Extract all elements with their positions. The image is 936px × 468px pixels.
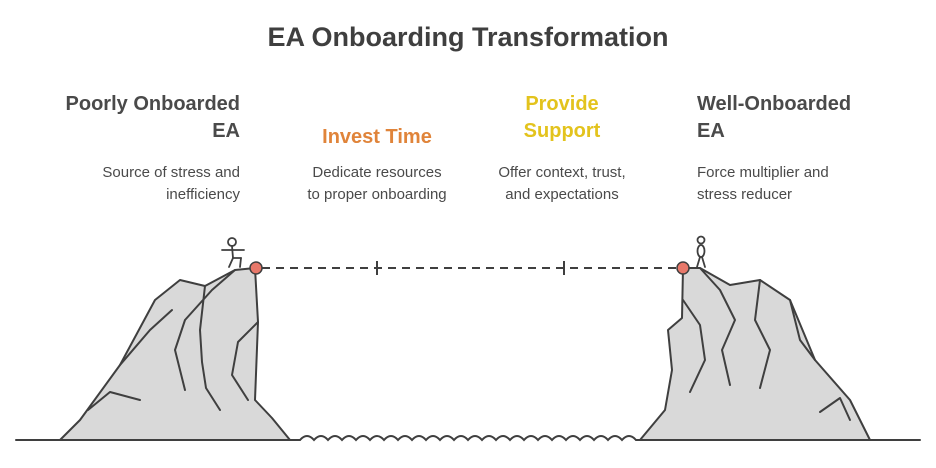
water-waves [299,435,637,442]
stage-description-provide-support: Offer context, trust, and expectations [462,162,662,206]
stage-description-line: Source of stress and [102,164,240,181]
stage-heading-invest-time: Invest Time [277,124,477,151]
person-sitting-icon [221,237,245,268]
stage-heading-poorly-onboarded: Poorly Onboarded EA [40,91,240,145]
right-cliff-crack [754,279,771,389]
left-cliff-crack [174,269,236,391]
stage-heading-line: EA [212,120,240,142]
right-cliff-crack [699,267,736,386]
left-cliff [59,267,291,441]
ground-line [15,435,921,442]
right-cliff-shape [639,267,871,441]
left-cliff-crack [87,391,141,411]
stage-heading-line: EA [697,120,725,142]
person-standing-icon [696,235,706,268]
right-cliff-crack [819,397,851,421]
stage-description-line: stress reducer [697,186,793,203]
right-cliff-crack [682,299,706,393]
stage-description-line: and expectations [505,186,619,203]
stage-description-line: Offer context, trust, [498,164,626,181]
bridge-path [262,261,678,275]
stage-description-invest-time: Dedicate resources to proper onboarding [277,162,477,206]
diagram-title: EA Onboarding Transformation [267,22,669,52]
stage-heading-line: Invest Time [322,126,432,148]
stage-heading-line: Poorly Onboarded [65,93,240,115]
stage-heading-well-onboarded: Well-Onboarded EA [697,91,917,145]
stage-heading-line: Support [523,120,601,142]
right-cliff-crack [789,299,816,361]
left-cliff-crack [231,321,259,401]
stage-heading-line: Provide [525,93,599,115]
left-cliff-crack [119,309,173,366]
stage-heading-provide-support: Provide Support [462,91,662,145]
left-cliff-crack [199,285,221,411]
stage-description-well-onboarded: Force multiplier and stress reducer [697,162,917,206]
start-marker [249,261,263,275]
stage-description-line: to proper onboarding [307,186,447,203]
stage-description-line: inefficiency [166,186,240,203]
end-marker [676,261,690,275]
stage-description-line: Dedicate resources [312,164,442,181]
stage-description-poorly-onboarded: Source of stress and inefficiency [40,162,240,206]
right-cliff [639,267,871,441]
stage-heading-line: Well-Onboarded [697,93,852,115]
stage-description-line: Force multiplier and [697,164,829,181]
